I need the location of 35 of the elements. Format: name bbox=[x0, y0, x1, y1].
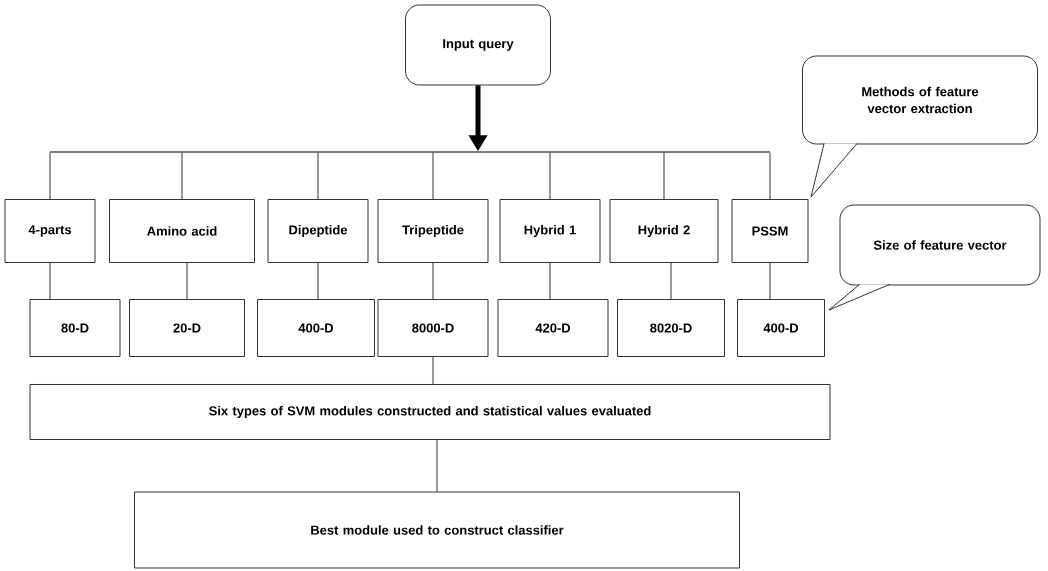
process-box: Six types of SVM modules constructed and statistical values evaluated bbox=[29, 384, 831, 440]
connector-line bbox=[432, 262, 434, 300]
connector-line bbox=[663, 152, 665, 200]
speech-bubble: Size of feature vector bbox=[828, 204, 1041, 311]
connector-line bbox=[49, 152, 51, 200]
process-box: 400-D bbox=[737, 299, 825, 357]
connector-line bbox=[549, 152, 551, 200]
process-box: Dipeptide bbox=[267, 199, 369, 263]
connector-line bbox=[186, 262, 188, 300]
process-box: PSSM bbox=[731, 199, 809, 263]
speech-bubble: Methods of feature vector extraction bbox=[802, 55, 1038, 198]
process-box: Amino acid bbox=[109, 199, 255, 263]
process-box: 20-D bbox=[129, 299, 245, 357]
process-box: Best module used to construct classifier bbox=[134, 491, 740, 569]
connector-line bbox=[432, 356, 434, 385]
process-box: 4-parts bbox=[4, 199, 96, 263]
connector-line bbox=[317, 262, 319, 300]
process-box: 8000-D bbox=[377, 299, 489, 357]
process-box: 8020-D bbox=[617, 299, 725, 357]
connector-line bbox=[670, 262, 672, 300]
connector-line bbox=[49, 262, 51, 300]
rounded-box: Input query bbox=[405, 4, 551, 86]
connector-line bbox=[432, 152, 434, 200]
connector-line bbox=[769, 152, 771, 200]
connector-line bbox=[436, 439, 438, 492]
process-box: Tripeptide bbox=[377, 199, 489, 263]
connector-line bbox=[317, 152, 319, 200]
process-box: 420-D bbox=[497, 299, 609, 357]
connector-line bbox=[181, 152, 183, 200]
process-box: Hybrid 2 bbox=[609, 199, 719, 263]
connector-line bbox=[769, 262, 771, 300]
process-box: 400-D bbox=[257, 299, 375, 357]
process-box: 80-D bbox=[29, 299, 121, 357]
connector-line bbox=[549, 262, 551, 300]
process-box: Hybrid 1 bbox=[499, 199, 601, 263]
